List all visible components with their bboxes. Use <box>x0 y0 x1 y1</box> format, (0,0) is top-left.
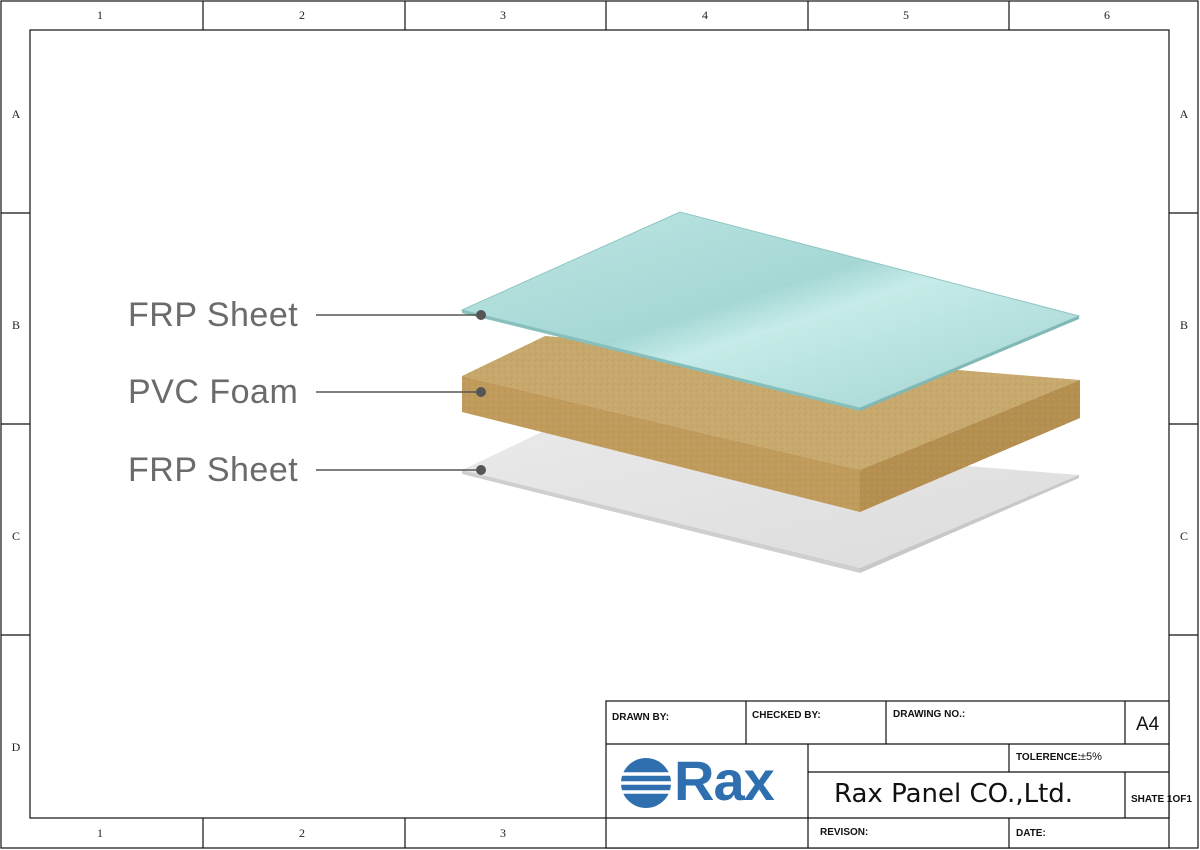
zone-bottom-col-1: 1 <box>97 826 103 840</box>
zone-row-c-right: C <box>1179 529 1188 543</box>
zone-col-1: 1 <box>97 8 103 22</box>
sheet-number: SHATE 1OF1 <box>1131 794 1192 805</box>
zone-col-4: 4 <box>702 8 708 22</box>
zone-row-a-right: A <box>1179 107 1189 121</box>
company-name: Rax Panel CO.,Ltd. <box>834 779 1074 809</box>
zone-col-6: 6 <box>1104 8 1110 22</box>
leader-dot-pvc-foam <box>476 387 486 397</box>
logo-wordmark: Rax <box>674 749 775 812</box>
zone-row-b-right: B <box>1179 318 1188 332</box>
callout-frp-sheet-bottom: FRP Sheet <box>128 451 299 489</box>
checked-by-label: CHECKED BY: <box>752 710 821 721</box>
zone-bottom-col-3: 3 <box>500 826 506 840</box>
callout-pvc-foam: PVC Foam <box>128 373 299 411</box>
callout-frp-sheet-top: FRP Sheet <box>128 296 299 334</box>
zone-col-3: 3 <box>500 8 506 22</box>
zone-col-5: 5 <box>903 8 909 22</box>
rax-logo: Rax <box>620 749 800 814</box>
zone-col-2: 2 <box>299 8 305 22</box>
drawing-no-label: DRAWING NO.: <box>893 709 966 720</box>
globe-icon <box>620 758 672 808</box>
leader-dot-frp-bottom <box>476 465 486 475</box>
zone-row-b-left: B <box>11 318 20 332</box>
paper-size: A4 <box>1136 714 1160 735</box>
tolerance-value: ±5% <box>1080 751 1102 763</box>
date-label: DATE: <box>1016 828 1046 839</box>
zone-row-a-left: A <box>11 107 21 121</box>
frp-sheet-top <box>460 211 1081 411</box>
zone-row-c-left: C <box>11 529 20 543</box>
drawn-by-label: DRAWN BY: <box>612 712 670 723</box>
zone-bottom-col-2: 2 <box>299 826 305 840</box>
leader-dot-frp-top <box>476 310 486 320</box>
zone-row-d-left: D <box>11 740 21 754</box>
tolerance-label: TOLERENCE: <box>1016 752 1081 763</box>
revision-label: REVISON: <box>820 827 869 838</box>
